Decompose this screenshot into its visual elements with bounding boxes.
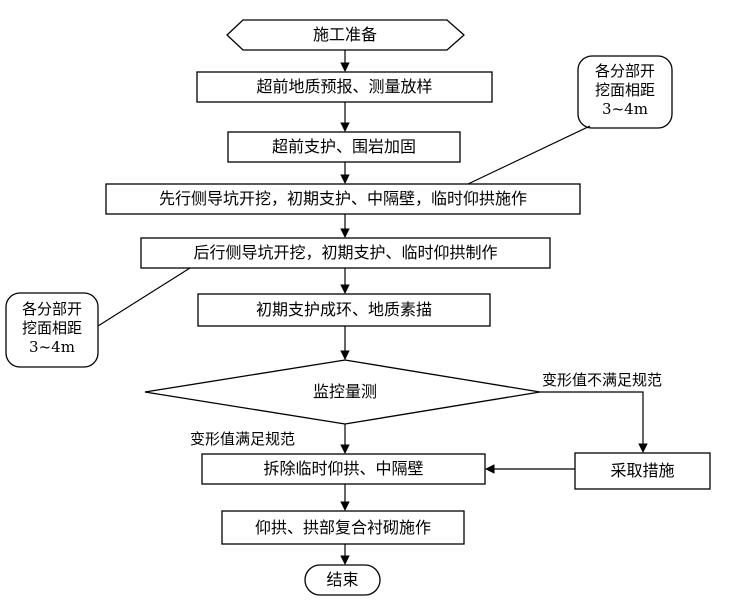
step4-box [140,237,551,269]
step5-label: 初期支护成环、地质素描 [255,300,432,320]
step5-box [197,293,491,327]
note-left: 各分部开 挖面相距 3~4m [6,300,98,356]
arrow-decision-measures [540,391,648,453]
step3-box [105,183,581,215]
step1-box [196,71,493,103]
note-left-box [5,292,99,368]
step2-label: 超前支护、围岩加固 [271,137,416,157]
note-right-box [577,55,673,129]
end-label: 结束 [326,570,359,590]
note-left-line1: 各分部开 [21,300,82,318]
note-right-line3: 3~4m [602,99,648,118]
measures-label: 采取措施 [610,461,675,481]
step3-label: 先行侧导坑开挖，初期支护、中隔壁，临时仰拱施作 [158,189,527,209]
note-left-pointer [97,267,191,327]
end-shape [304,564,381,596]
decision-label: 监控量测 [312,382,377,402]
note-left-line2: 挖面相距 [21,318,82,337]
step4-label: 后行侧导坑开挖，初期支护、临时仰拱制作 [193,243,498,263]
step7-label: 仰拱、拱部复合衬砌施作 [254,517,431,537]
step6-box [201,453,486,485]
note-right-line2: 挖面相距 [594,80,655,99]
start-shape [226,19,465,51]
measures-box [574,452,711,490]
edge-label-satisfied: 变形值满足规范 [190,430,296,448]
note-left-line3: 3~4m [29,337,75,356]
step2-box [227,131,461,163]
step6-label: 拆除临时仰拱、中隔壁 [263,459,424,479]
edge-label-not-satisfied: 变形值不满足规范 [542,371,663,389]
note-right-line1: 各分部开 [594,62,655,80]
step7-box [221,510,465,545]
step1-label: 超前地质预报、测量放样 [256,77,433,97]
note-right: 各分部开 挖面相距 3~4m [578,62,672,118]
start-label: 施工准备 [312,25,377,45]
note-right-pointer [467,125,591,185]
